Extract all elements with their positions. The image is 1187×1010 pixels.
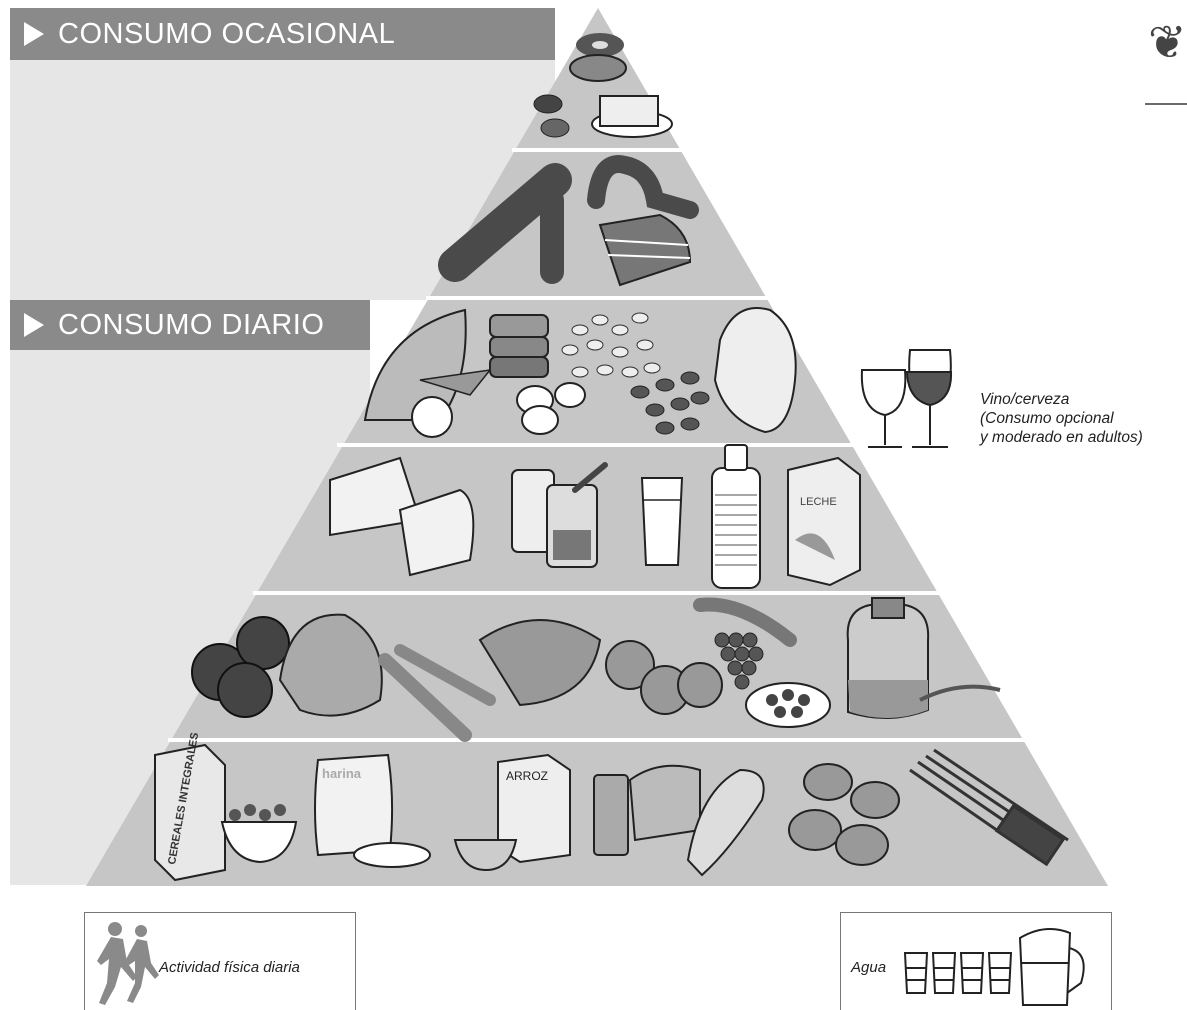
water-label: Agua [851,959,886,976]
water-glasses-icon [895,913,1110,1008]
logo-icon: ❦ [1148,15,1187,69]
arroz-label: ARROZ [506,769,548,783]
physical-activity-box: Actividad física diaria [84,912,356,1010]
logo-divider [1145,103,1187,105]
milk-glass-icon [642,478,682,565]
note-line-2: (Consumo opcional [980,409,1143,428]
canned-fish-icon [490,315,548,377]
physical-activity-label: Actividad física diaria [159,959,300,976]
runners-icon [93,917,163,1007]
occasional-header-label: CONSUMO OCASIONAL [58,18,395,51]
play-triangle-icon [24,313,44,337]
play-triangle-icon [24,22,44,46]
olives-icon [746,683,830,727]
occasional-header: CONSUMO OCASIONAL [10,8,555,60]
wine-beer-note: Vino/cerveza (Consumo opcional y moderad… [980,390,1143,447]
note-line-1: Vino/cerveza [980,390,1143,409]
daily-header-label: CONSUMO DIARIO [58,309,324,342]
cereal-box-icon: CEREALES INTEGRALES [155,732,225,880]
water-box: Agua [840,912,1112,1010]
butter-icon [592,96,672,137]
wine-glasses-icon [862,350,951,447]
daily-header: CONSUMO DIARIO [10,300,370,350]
leche-label: LECHE [800,496,837,508]
milk-carton-icon: LECHE [788,458,860,585]
harina-label: harina [322,766,362,781]
note-line-3: y moderado en adultos) [980,428,1143,447]
